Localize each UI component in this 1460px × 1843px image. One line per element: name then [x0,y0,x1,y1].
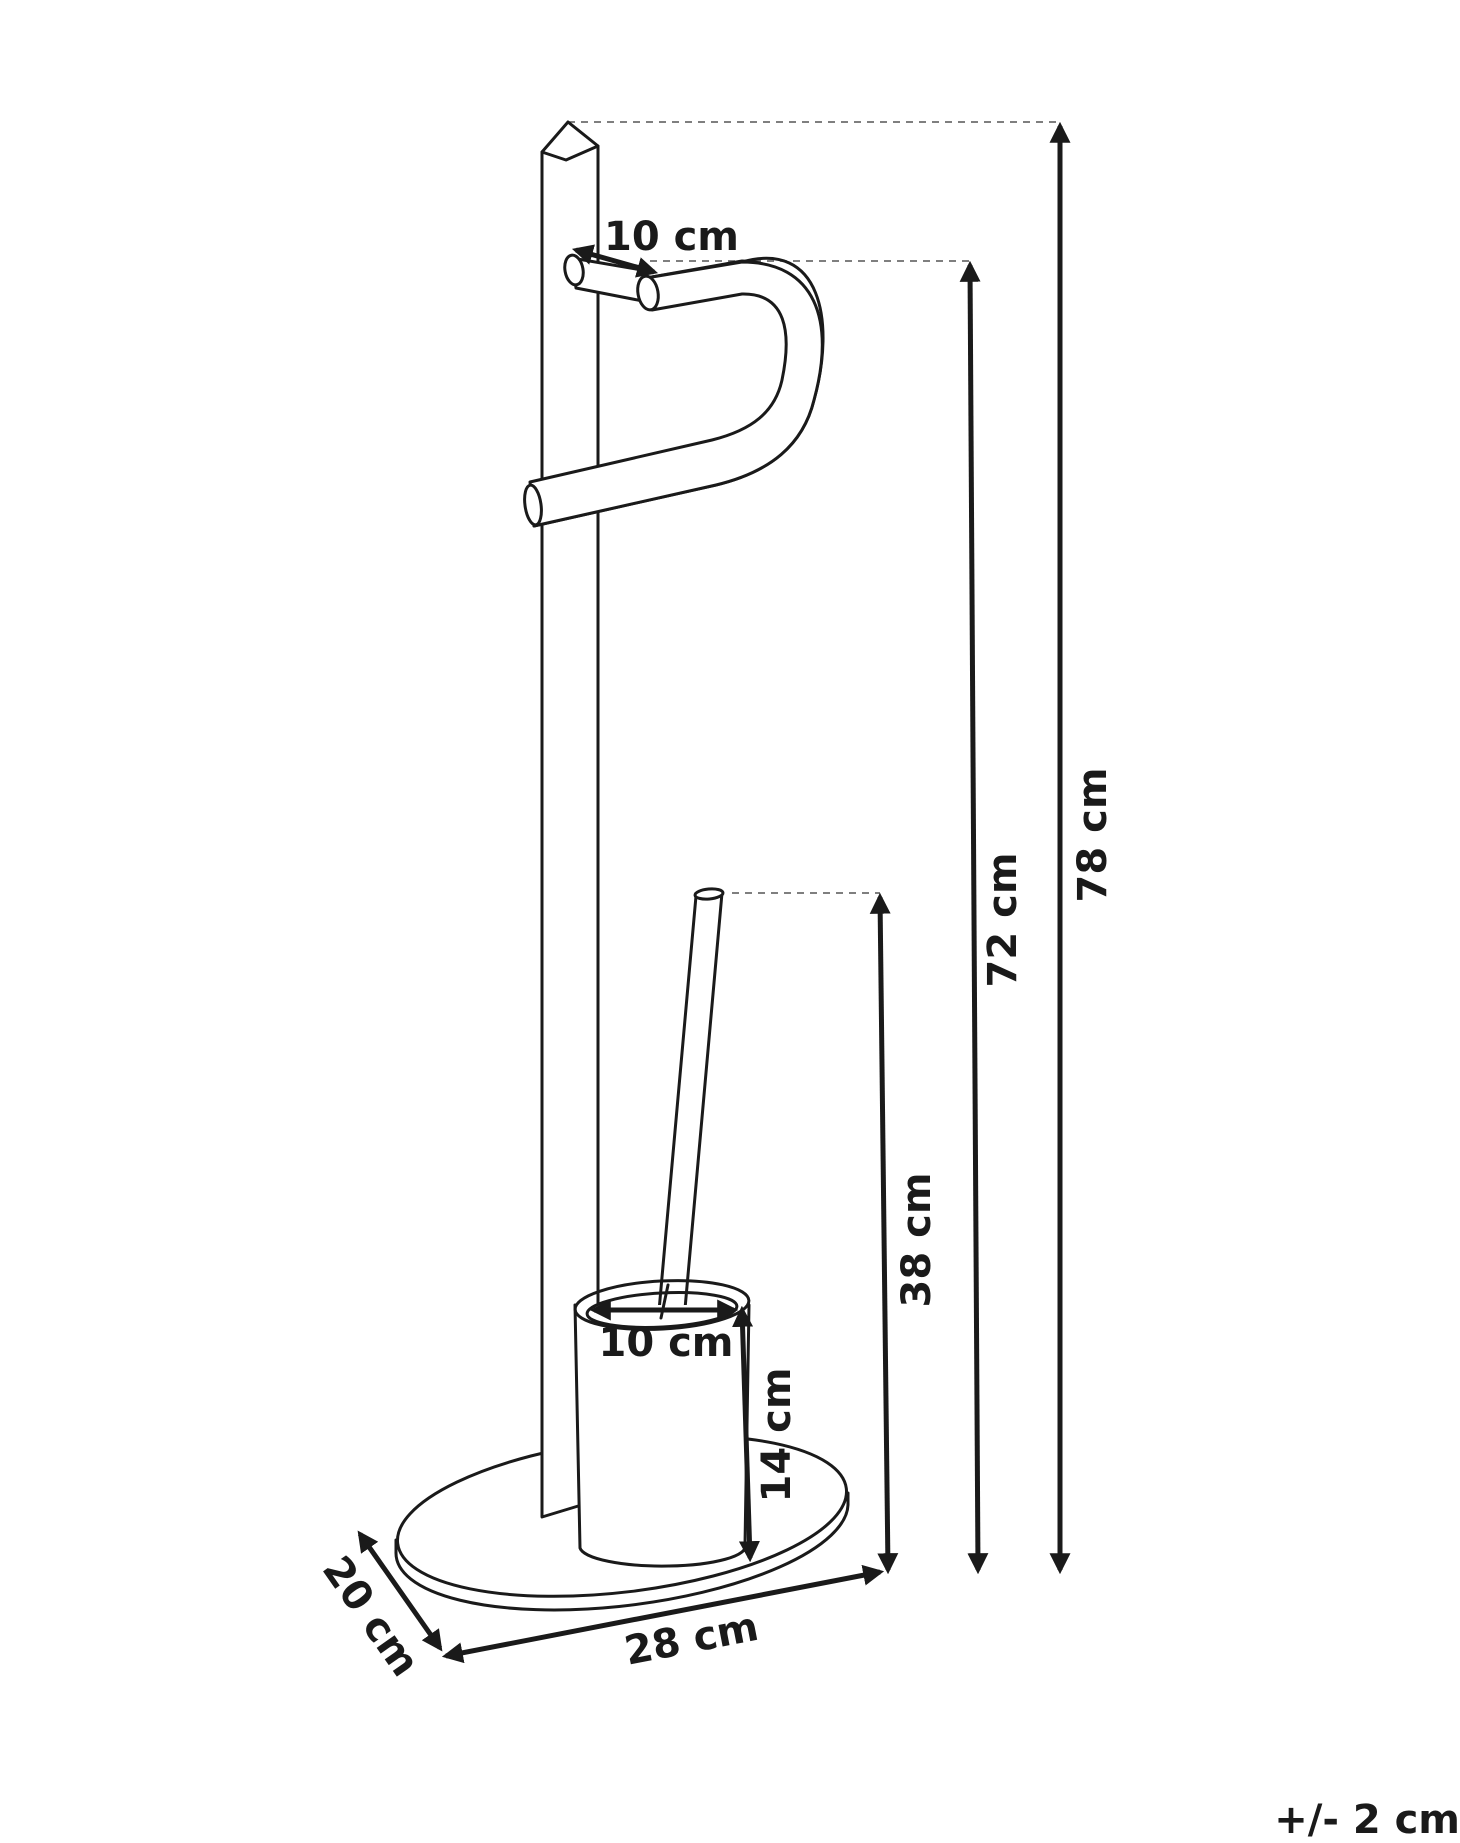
dimension-lines [357,121,1071,1664]
extension-lines [568,121,1058,894]
base-width-dimension-line [441,1564,885,1664]
tolerance-note: +/- 2 cm [1274,1797,1460,1843]
holder-height-dimension-line [959,260,989,1575]
base-depth-dimension-line [357,1530,443,1652]
cup-height-dimension-line [732,1305,760,1563]
brush-handle [656,887,725,1324]
holder-depth-label: 10 cm [604,214,739,260]
cup-height-label: 14 cm [754,1368,800,1503]
total-height-label: 78 cm [1070,768,1116,903]
holder-height-label: 72 cm [980,853,1026,988]
brush-height-label: 38 cm [894,1173,940,1308]
brush-height-dimension-line [869,892,899,1575]
cup-diameter-label: 10 cm [599,1320,734,1366]
base-width-label: 28 cm [621,1604,762,1675]
holder-depth-dimension-line [571,244,659,278]
